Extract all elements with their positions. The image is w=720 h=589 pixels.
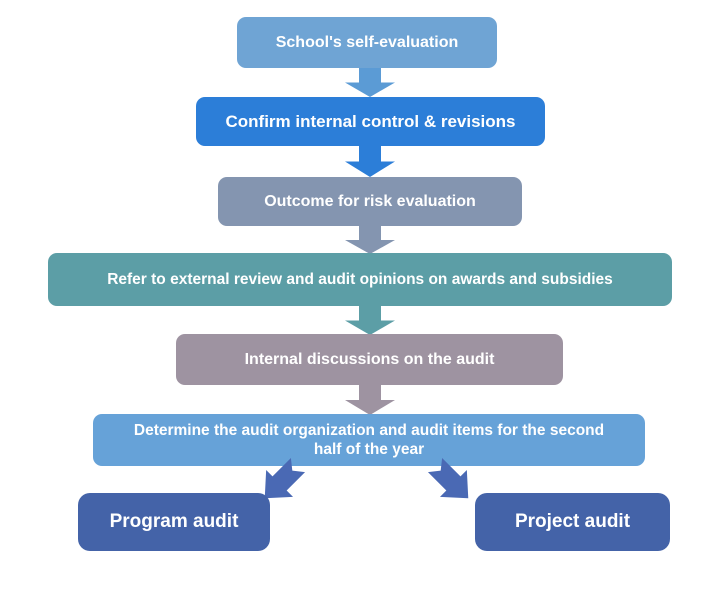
node-internal-discussions: Internal discussions on the audit bbox=[176, 334, 563, 385]
node-label: Project audit bbox=[514, 511, 631, 533]
node-label: Refer to external review and audit opini… bbox=[107, 270, 613, 288]
node-label: Program audit bbox=[109, 511, 239, 533]
node-program-audit: Program audit bbox=[78, 493, 270, 551]
node-label: Internal discussions on the audit bbox=[244, 350, 495, 368]
node-determine-audit-org: Determine the audit organization and aud… bbox=[93, 414, 645, 466]
down-arrow-3 bbox=[345, 226, 395, 254]
node-confirm-internal-control: Confirm internal control & revisions bbox=[196, 97, 545, 146]
diagonal-arrow-shape bbox=[264, 457, 306, 499]
down-arrow-5 bbox=[345, 385, 395, 415]
diagonal-arrow-to-program-audit bbox=[264, 457, 306, 499]
node-label: Outcome for risk evaluation bbox=[264, 192, 476, 210]
node-schools-self-evaluation: School's self-evaluation bbox=[237, 17, 497, 68]
down-arrow-shape bbox=[345, 306, 395, 335]
diagonal-arrow-to-project-audit bbox=[427, 457, 469, 499]
diagonal-arrow-shape bbox=[427, 457, 469, 499]
down-arrow-shape bbox=[345, 385, 395, 415]
down-arrow-4 bbox=[345, 306, 395, 335]
node-label: Confirm internal control & revisions bbox=[225, 111, 516, 131]
node-outcome-risk-evaluation: Outcome for risk evaluation bbox=[218, 177, 522, 226]
down-arrow-shape bbox=[345, 146, 395, 177]
node-refer-external-review: Refer to external review and audit opini… bbox=[48, 253, 672, 306]
down-arrow-shape bbox=[345, 68, 395, 97]
node-label: School's self-evaluation bbox=[275, 33, 459, 51]
node-project-audit: Project audit bbox=[475, 493, 670, 551]
down-arrow-2 bbox=[345, 146, 395, 177]
node-label: Determine the audit organization and aud… bbox=[133, 421, 605, 458]
down-arrow-shape bbox=[345, 226, 395, 254]
down-arrow-1 bbox=[345, 68, 395, 97]
